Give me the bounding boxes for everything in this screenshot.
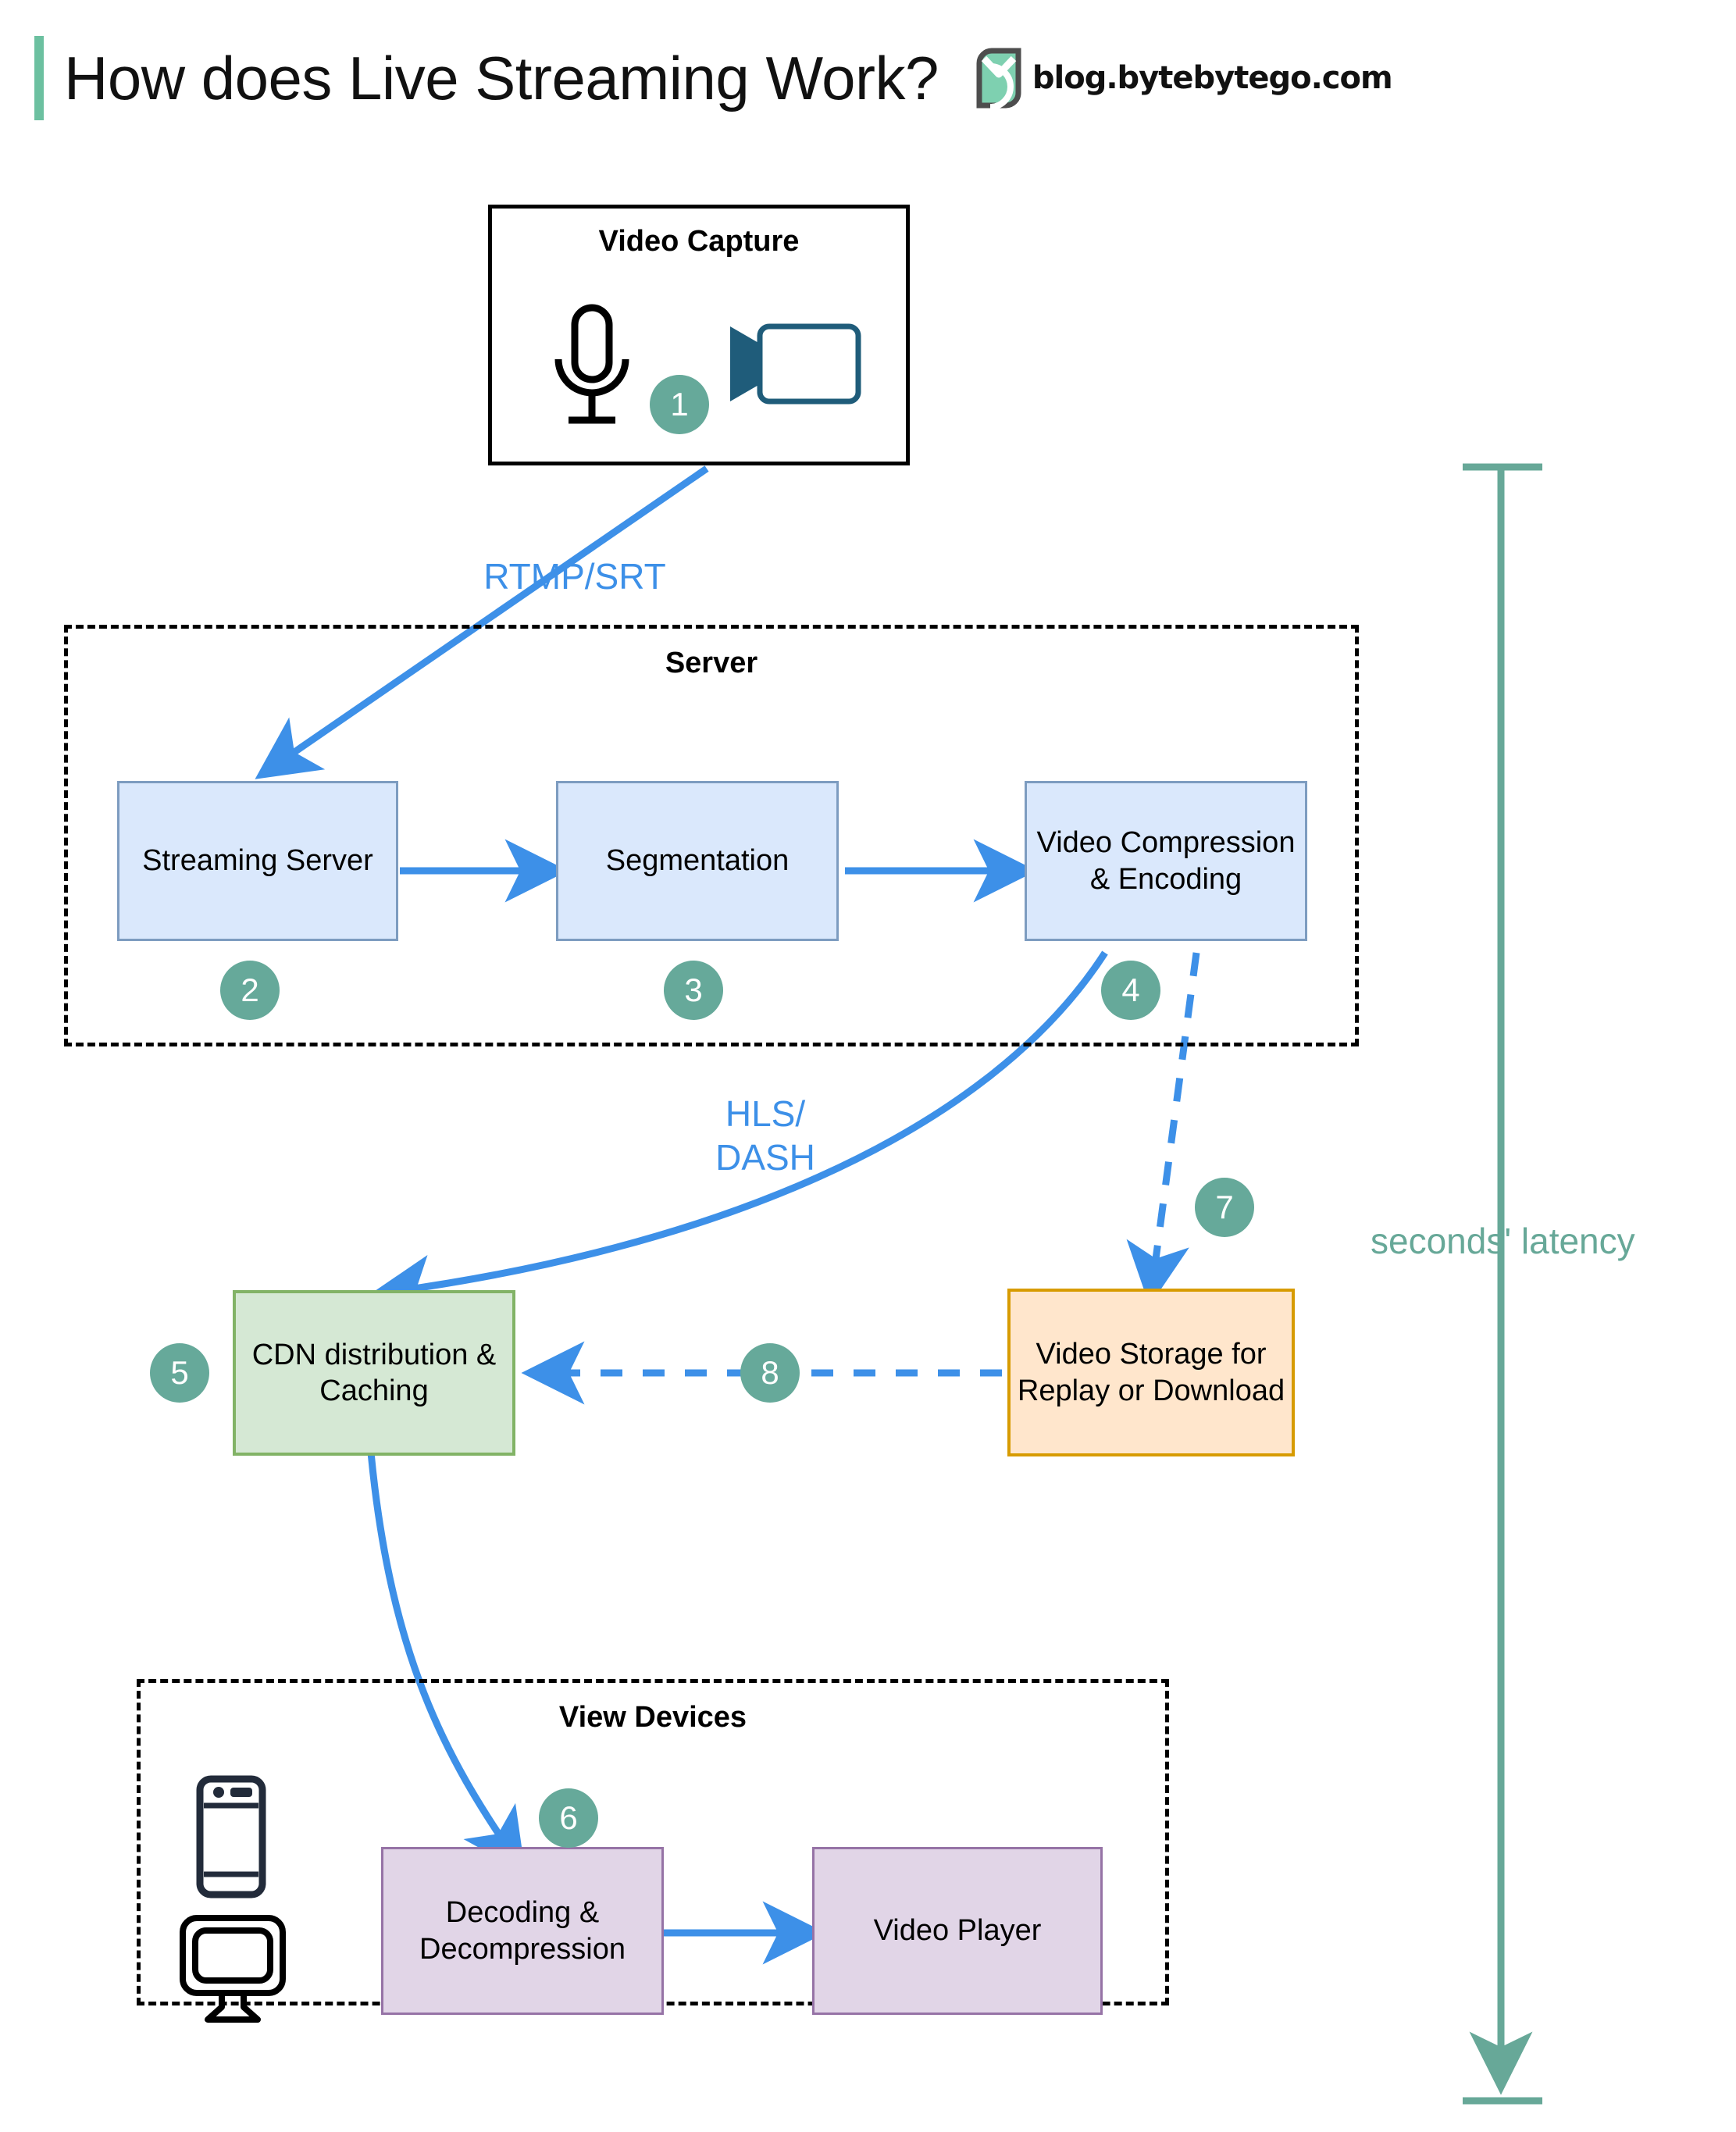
- node-decoding-label: Decoding & Decompression: [419, 1896, 626, 1966]
- view-devices-label: View Devices: [558, 1701, 747, 1734]
- header: How does Live Streaming Work? blog.byteb…: [34, 35, 1393, 121]
- desktop-monitor-icon: [180, 1915, 286, 2023]
- node-cdn-distribution-caching[interactable]: CDN distribution & Caching: [233, 1290, 515, 1456]
- step-badge-5: 5: [150, 1343, 209, 1403]
- step-badge-6: 6: [539, 1788, 598, 1848]
- node-video-storage[interactable]: Video Storage for Replay or Download: [1007, 1289, 1295, 1456]
- step-badge-1: 1: [650, 375, 709, 434]
- edge-label-rtmp-srt: RTMP/SRT: [483, 556, 666, 597]
- brand-text: blog.bytebytego.com: [1032, 60, 1393, 96]
- node-streaming-server-label: Streaming Server: [142, 844, 373, 878]
- latency-label: seconds' latency: [1371, 1221, 1635, 1261]
- step-badge-8: 8: [740, 1343, 800, 1403]
- video-capture-label: Video Capture: [598, 225, 800, 258]
- node-segmentation-label: Segmentation: [605, 844, 790, 878]
- brand[interactable]: blog.bytebytego.com: [973, 48, 1393, 109]
- node-video-compression-encoding[interactable]: Video Compression & Encoding: [1025, 781, 1307, 941]
- server-group: [64, 625, 1359, 1046]
- smartphone-icon: [196, 1775, 266, 1898]
- node-streaming-server[interactable]: Streaming Server: [117, 781, 398, 941]
- edge-label-hls: HLS/: [725, 1093, 806, 1134]
- node-decoding-decompression[interactable]: Decoding & Decompression: [381, 1847, 664, 2015]
- edge-label-dash: DASH: [715, 1137, 815, 1178]
- node-video-compression-encoding-label: Video Compression & Encoding: [1036, 826, 1296, 896]
- page-title: How does Live Streaming Work?: [64, 43, 939, 112]
- step-badge-2: 2: [220, 961, 280, 1020]
- step-badge-4: 4: [1101, 961, 1160, 1020]
- edge-label-hls-dash: HLS/ DASH: [664, 1092, 867, 1179]
- node-video-player-label: Video Player: [873, 1914, 1042, 1948]
- step-badge-7: 7: [1195, 1178, 1254, 1237]
- node-cdn-label: CDN distribution & Caching: [251, 1338, 497, 1407]
- bytebytego-logo-icon: [976, 48, 1021, 109]
- video-camera-icon: [730, 323, 861, 405]
- node-video-player[interactable]: Video Player: [812, 1847, 1103, 2015]
- step-badge-3: 3: [664, 961, 723, 1020]
- title-accent-bar: [34, 36, 44, 120]
- node-video-storage-label: Video Storage for Replay or Download: [1017, 1338, 1285, 1407]
- microphone-icon: [554, 304, 629, 424]
- server-group-label: Server: [665, 647, 758, 679]
- node-segmentation[interactable]: Segmentation: [556, 781, 839, 941]
